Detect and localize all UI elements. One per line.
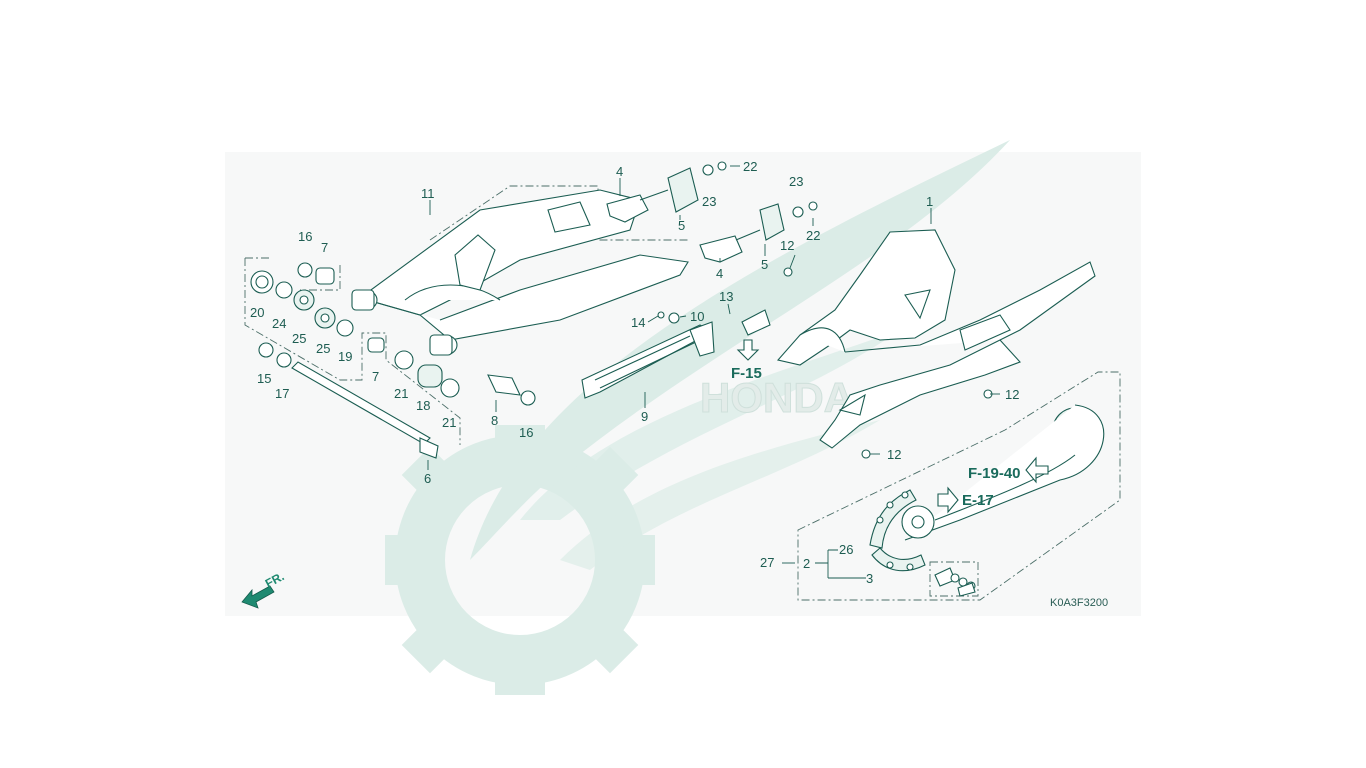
callout-21a[interactable]: 21 [394,386,408,401]
drive-sprocket-part [901,505,935,539]
callout-24[interactable]: 24 [272,316,286,331]
washer-part-16a [297,262,313,278]
callout-3[interactable]: 3 [866,571,873,586]
end-plate-part-5b [759,203,785,241]
bearing-group-bracket [244,258,461,445]
callout-5b[interactable]: 5 [761,257,768,272]
swingarm-part[interactable] [351,189,689,356]
adjusting-bolt-4a [639,189,669,201]
callout-17[interactable]: 17 [275,386,289,401]
adjuster-plate-part-4a [606,194,649,223]
callout-9[interactable]: 9 [641,409,648,424]
callout-6[interactable]: 6 [424,471,431,486]
callout-23b[interactable]: 23 [789,174,803,189]
callout-2[interactable]: 2 [803,556,810,571]
ref-arrow-f1940 [1025,456,1049,484]
callout-25b[interactable]: 25 [316,341,330,356]
callout-22a[interactable]: 22 [743,159,757,174]
watermark-logo: HONDA [385,140,1010,695]
nut-part-23a [702,164,714,176]
bolt-part-14 [657,311,665,319]
leader-lines [427,165,1000,579]
washer-part-16b [520,390,536,406]
callout-15[interactable]: 15 [257,371,271,386]
ref-arrow-f15 [736,339,760,361]
callout-27[interactable]: 27 [760,555,774,570]
callout-12c[interactable]: 12 [887,447,901,462]
chain-loop [904,404,1105,541]
diagram-code: K0A3F3200 [1050,597,1108,609]
callout-11[interactable]: 11 [421,186,435,201]
callout-12b[interactable]: 12 [1005,387,1019,402]
swingarm-group-bracket [429,185,690,241]
callout-8[interactable]: 8 [491,413,498,428]
callout-21b[interactable]: 21 [442,415,456,430]
chain-slider-part[interactable] [581,321,715,399]
watermark-wing-icon [470,140,1010,560]
callout-10[interactable]: 10 [690,309,704,324]
chain-case-part[interactable] [776,229,1096,449]
chain-adjusters [606,161,993,459]
snap-ring-part-24 [275,281,293,299]
pivot-collar-part-8 [487,374,521,396]
ref-label-f1940[interactable]: F-19-40 [968,465,1021,482]
pivot-group-bracket [245,257,341,291]
callout-5a[interactable]: 5 [678,218,685,233]
callout-16a[interactable]: 16 [298,229,312,244]
dust-seal-part-19 [336,319,354,337]
nut-part-22b [808,201,818,211]
collar-part-7a [315,267,335,285]
needle-bearing-part-18 [417,364,443,388]
callout-22b[interactable]: 22 [806,228,820,243]
washer-part-17 [276,352,292,368]
callout-26[interactable]: 26 [839,542,853,557]
bolt-part-12a [783,267,793,277]
callout-7a[interactable]: 7 [321,240,328,255]
nut-part-22a [717,161,727,171]
drive-chain-part[interactable] [869,489,926,572]
nut-part-15 [258,342,274,358]
adjusting-bolt-4b [735,229,761,241]
callout-14[interactable]: 14 [631,315,645,330]
end-plate-part-5a [667,167,699,213]
callout-4b[interactable]: 4 [716,266,723,281]
slider-bracket [741,309,771,336]
master-link-kit-part[interactable] [929,561,979,597]
callout-4a[interactable]: 4 [616,164,623,179]
dust-seal-part-21a [394,350,414,370]
front-direction-arrow-icon [241,585,275,609]
callout-13[interactable]: 13 [719,289,733,304]
diagram-panel [225,152,1141,616]
callout-19[interactable]: 19 [338,349,352,364]
callout-20[interactable]: 20 [250,305,264,320]
callout-16b[interactable]: 16 [519,425,533,440]
bolt-part-12c [861,449,871,459]
ref-label-e17[interactable]: E-17 [962,492,994,509]
dust-seal-part-21b [440,378,460,398]
callout-18[interactable]: 18 [416,398,430,413]
collar-part-7b [367,337,385,353]
callout-25a[interactable]: 25 [292,331,306,346]
callouts: 1 2 3 4 4 5 5 6 7 7 8 9 10 11 12 12 12 1… [250,159,1019,586]
bolt-part-10 [668,312,680,324]
callout-23a[interactable]: 23 [702,194,716,209]
callout-12a[interactable]: 12 [780,238,794,253]
adjuster-plate-part-4b [699,235,743,263]
callout-1[interactable]: 1 [926,194,933,209]
ref-arrow-e17 [937,486,959,514]
nut-part-23b [792,206,804,218]
small-parts [250,262,680,406]
pivot-bolt-part[interactable] [291,361,439,459]
ref-label-f15[interactable]: F-15 [731,365,762,382]
callout-7b[interactable]: 7 [372,369,379,384]
watermark-text: HONDA [700,374,854,421]
